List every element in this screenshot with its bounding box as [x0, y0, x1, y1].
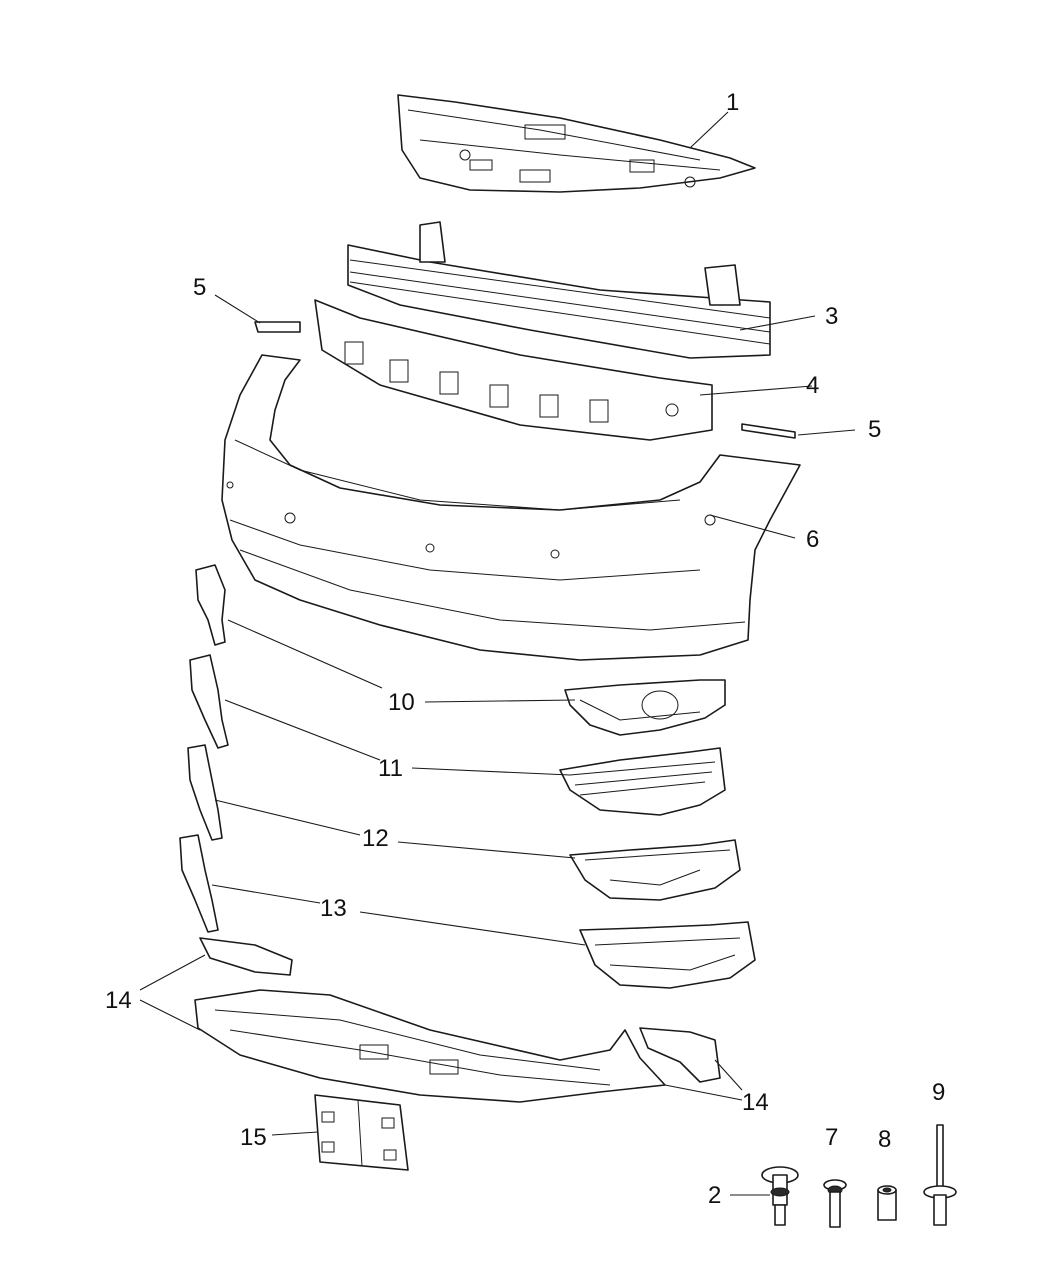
callout-13: 13 — [320, 895, 347, 922]
part-15-license-bracket[interactable] — [314, 1094, 409, 1171]
callout-10: 10 — [388, 689, 415, 716]
callout-3: 3 — [825, 303, 838, 330]
part-12-grille-insert[interactable] — [569, 839, 741, 901]
part-3-reinforcement-beam[interactable] — [347, 221, 771, 359]
callout-14-right: 14 — [742, 1089, 769, 1116]
callout-15: 15 — [240, 1124, 267, 1151]
callout-14-left: 14 — [105, 987, 132, 1014]
part-8-nut[interactable] — [877, 1185, 897, 1221]
part-6-bumper-fascia[interactable] — [221, 354, 801, 661]
part-12-side-bracket-left[interactable] — [187, 744, 223, 841]
part-10-side-bracket-left[interactable] — [195, 564, 226, 646]
callout-5-right: 5 — [868, 416, 881, 443]
callout-9: 9 — [932, 1079, 945, 1106]
part-11-side-bracket-left[interactable] — [189, 654, 229, 749]
part-13-side-bracket-left[interactable] — [179, 834, 219, 933]
part-2-push-retainer[interactable] — [761, 1166, 799, 1226]
callout-7: 7 — [825, 1124, 838, 1151]
callout-4: 4 — [806, 372, 819, 399]
lower-splash-shield[interactable] — [194, 989, 666, 1103]
callout-6: 6 — [806, 526, 819, 553]
callout-8: 8 — [878, 1126, 891, 1153]
callout-1: 1 — [726, 89, 739, 116]
part-13-grille-insert[interactable] — [579, 921, 756, 989]
part-9-rivet[interactable] — [923, 1124, 957, 1226]
part-1-upper-shield[interactable] — [397, 94, 756, 193]
callout-11: 11 — [378, 755, 403, 782]
part-5-clip-left[interactable] — [254, 321, 301, 333]
part-7-flange-bolt[interactable] — [823, 1179, 847, 1228]
part-4-energy-absorber[interactable] — [314, 299, 713, 441]
callout-5-left: 5 — [193, 274, 206, 301]
part-5-clip-right[interactable] — [741, 423, 796, 439]
part-10-grille-insert[interactable] — [564, 679, 726, 736]
part-11-grille[interactable] — [559, 747, 726, 816]
part-14-deflector-left[interactable] — [199, 937, 293, 976]
callout-12: 12 — [362, 825, 389, 852]
callout-2: 2 — [708, 1182, 721, 1209]
leader-lines — [139, 111, 856, 1196]
part-14-deflector-right[interactable] — [639, 1027, 721, 1083]
